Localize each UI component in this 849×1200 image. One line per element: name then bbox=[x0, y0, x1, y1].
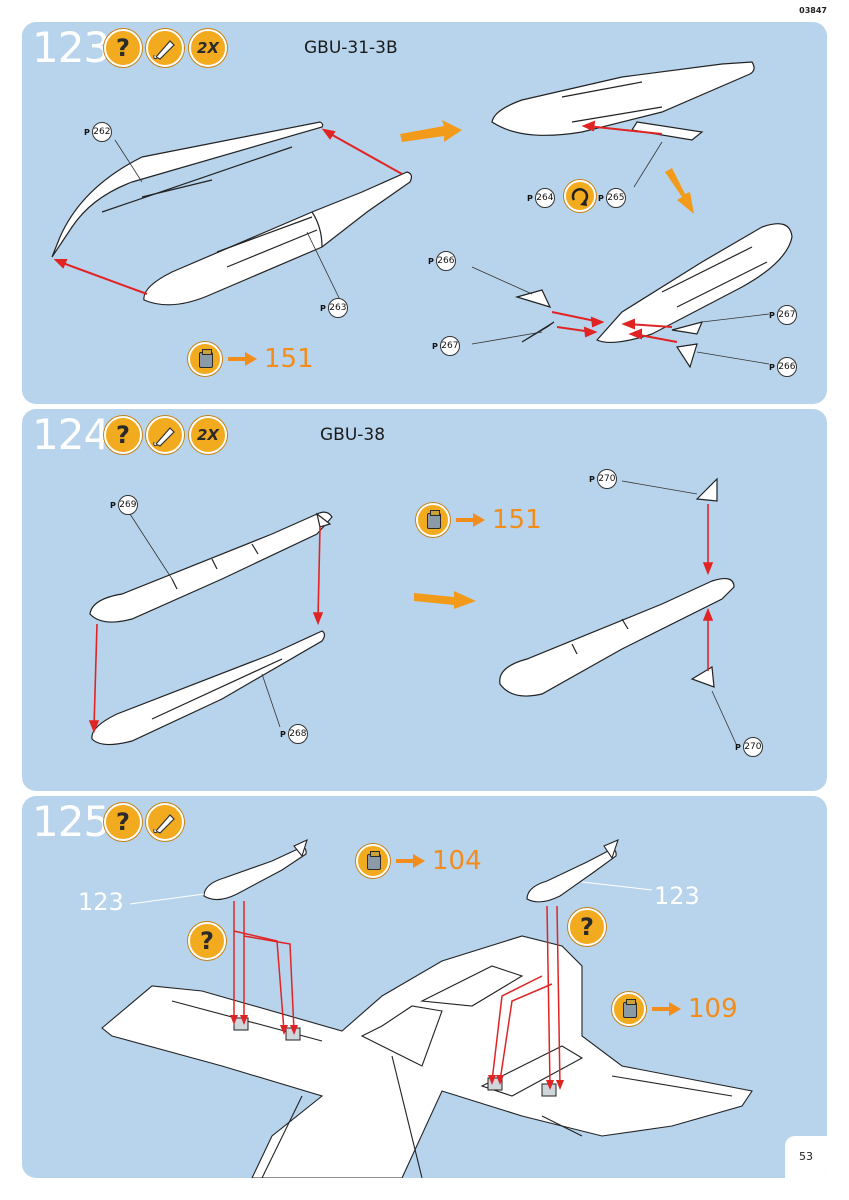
step-number: 123 bbox=[32, 23, 110, 72]
step-125-panel: 125 ? bbox=[22, 796, 827, 1178]
arrow-right-icon bbox=[228, 352, 258, 366]
step-title: GBU-38 bbox=[320, 425, 386, 445]
bomb-body-269 bbox=[89, 511, 333, 623]
bomb-123-right bbox=[526, 839, 619, 903]
sub-assembly-label: 123 bbox=[78, 888, 124, 916]
aircraft-body bbox=[101, 935, 753, 1178]
step-123-panel: 123 ? 2X GBU-31-3B bbox=[22, 22, 827, 404]
glue-icon bbox=[146, 29, 184, 67]
bomb-body-263 bbox=[143, 171, 413, 306]
paint-reference: 151 bbox=[188, 342, 314, 376]
attach-arrowheads bbox=[230, 1015, 564, 1090]
gbu38-assembly-drawing bbox=[88, 477, 738, 747]
paint-pot-icon bbox=[356, 844, 390, 878]
kit-code: 03847 bbox=[799, 6, 827, 15]
step-124-panel: 124 ? 2X GBU-38 bbox=[22, 409, 827, 791]
leader-lines bbox=[114, 139, 770, 365]
bomb-123-left bbox=[203, 838, 308, 901]
glue-icon bbox=[146, 416, 184, 454]
step-number: 124 bbox=[32, 410, 110, 459]
flow-arrows bbox=[400, 120, 694, 214]
assembly-arrows-124 bbox=[88, 526, 324, 734]
paint-pot-icon bbox=[416, 503, 450, 537]
paint-ref-number: 151 bbox=[264, 344, 314, 374]
bomb-body-finished bbox=[514, 223, 793, 369]
arrow-right-icon bbox=[456, 513, 486, 527]
bomb-body-partial-top bbox=[491, 61, 755, 141]
gbu31-assembly-drawing bbox=[51, 61, 793, 369]
attach-lines-right bbox=[491, 905, 561, 1087]
leader-lines-124 bbox=[129, 480, 738, 747]
bomb-half-shell-268 bbox=[91, 630, 326, 746]
step-title: GBU-31-3B bbox=[304, 38, 398, 58]
paint-reference: 104 bbox=[356, 844, 482, 878]
paint-reference: 151 bbox=[416, 503, 542, 537]
fin-arrows-124 bbox=[702, 504, 714, 671]
paint-pot-icon bbox=[188, 342, 222, 376]
rotate-icon bbox=[564, 180, 596, 212]
question-icon: ? bbox=[188, 922, 226, 960]
question-icon: ? bbox=[104, 803, 142, 841]
arrow-right-icon bbox=[396, 854, 426, 868]
step-number: 125 bbox=[32, 797, 110, 846]
callout-lines bbox=[129, 881, 653, 905]
question-icon: ? bbox=[568, 908, 606, 946]
arrow-right-icon bbox=[652, 1002, 682, 1016]
bomb-half-shell-262 bbox=[51, 121, 324, 258]
question-icon: ? bbox=[104, 29, 142, 67]
bomb-body-finished-124 bbox=[499, 477, 735, 697]
paint-reference: 109 bbox=[612, 992, 738, 1026]
fin-arrows bbox=[551, 311, 678, 343]
assembly-arrows-left bbox=[53, 128, 403, 295]
aircraft-weapons-drawing bbox=[101, 838, 753, 1178]
question-icon: ? bbox=[104, 416, 142, 454]
multiplier-badge: 2X bbox=[189, 416, 227, 454]
page-number: 53 bbox=[785, 1136, 827, 1178]
attach-lines-left bbox=[233, 901, 295, 1032]
glue-icon bbox=[146, 803, 184, 841]
paint-ref-number: 109 bbox=[688, 994, 738, 1024]
paint-ref-number: 104 bbox=[432, 846, 482, 876]
flow-arrow-124 bbox=[414, 591, 476, 609]
paint-pot-icon bbox=[612, 992, 646, 1026]
sub-assembly-label: 123 bbox=[654, 882, 700, 910]
multiplier-badge: 2X bbox=[189, 29, 227, 67]
assembly-arrows-top-right bbox=[581, 120, 663, 135]
paint-ref-number: 151 bbox=[492, 505, 542, 535]
